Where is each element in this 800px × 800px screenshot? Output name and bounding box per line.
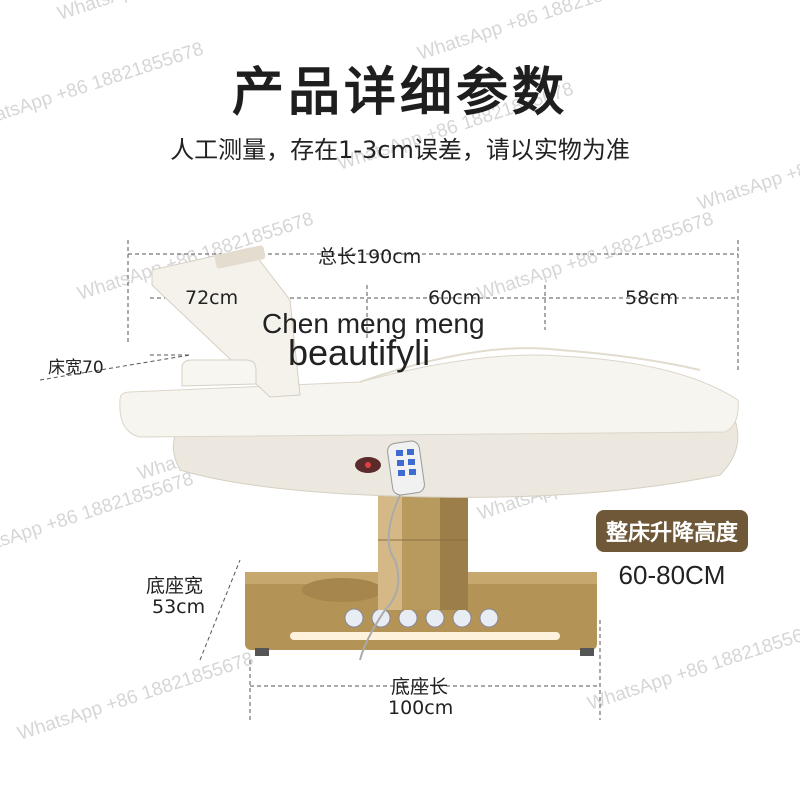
brand-name: Chen meng meng xyxy=(262,308,485,339)
watermark-text: WhatsApp +86 18821855678 xyxy=(0,469,196,565)
page-title: 产品详细参数 xyxy=(231,63,568,123)
watermark-text: WhatsApp +86 18821855678 xyxy=(15,649,256,745)
bed-base xyxy=(245,572,597,656)
head-segment-length: 72cm xyxy=(185,287,239,309)
lift-height-badge: 整床升降高度 xyxy=(596,510,748,552)
bed-width-label: 床宽70 xyxy=(48,358,104,378)
lift-height-range: 60-80CM xyxy=(618,560,726,590)
watermark-text: WhatsApp +86 18821855678 xyxy=(585,619,800,715)
measurement-note: 人工测量，存在1-3cm误差，请以实物为准 xyxy=(170,136,630,164)
watermark-text: WhatsApp +86 18821855678 xyxy=(475,209,716,305)
base-length-value: 100cm xyxy=(388,697,454,719)
brand-tagline: beautifyli xyxy=(288,332,431,373)
bed-body xyxy=(119,245,739,661)
base-width-label: 底座宽 xyxy=(146,575,204,597)
watermark-text: WhatsApp +86 18821855678 xyxy=(55,0,296,25)
base-length-label: 底座长 xyxy=(391,676,449,698)
foot-segment-length: 58cm xyxy=(625,287,679,309)
middle-segment-length: 60cm xyxy=(428,287,482,309)
base-width-value: 53cm xyxy=(152,596,206,618)
total-length-label: 总长190cm xyxy=(318,246,422,268)
